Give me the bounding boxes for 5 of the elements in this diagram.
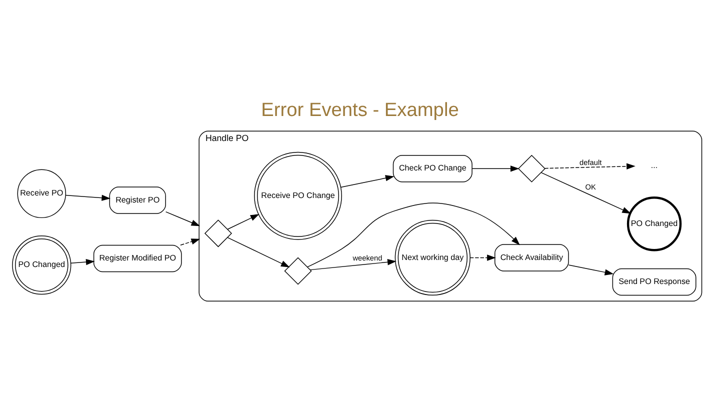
diagram-title: Error Events - Example <box>261 100 459 122</box>
edge-label: weekend <box>352 254 382 263</box>
edge-label: default <box>580 158 602 167</box>
node-text: ... <box>650 160 658 170</box>
edge-label: OK <box>585 182 596 192</box>
